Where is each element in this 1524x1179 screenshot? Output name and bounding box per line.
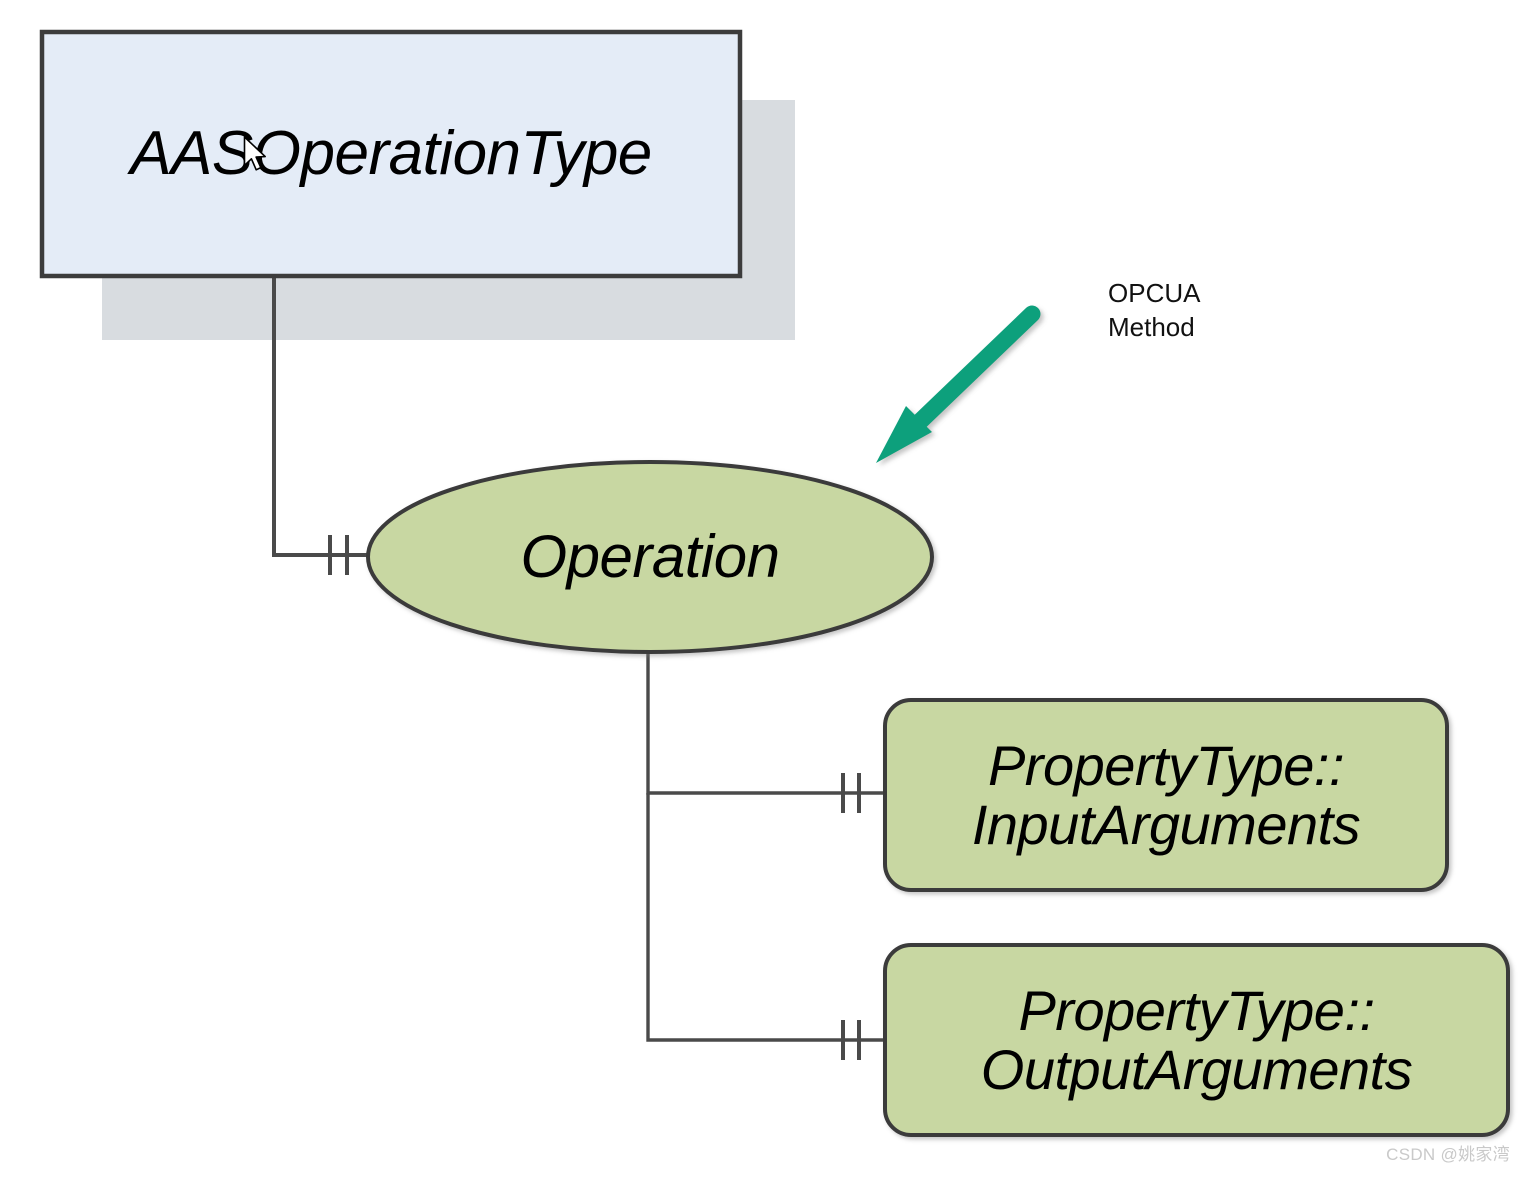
connector-operation-to-arguments [646, 652, 885, 1060]
node-aasoperationtype[interactable] [39, 29, 743, 279]
node-output-arguments[interactable] [883, 943, 1510, 1137]
annotation-arrow-icon [876, 305, 1041, 463]
node-operation[interactable] [366, 460, 934, 654]
node-input-arguments[interactable] [883, 698, 1449, 892]
connector-class-to-operation [272, 276, 368, 575]
